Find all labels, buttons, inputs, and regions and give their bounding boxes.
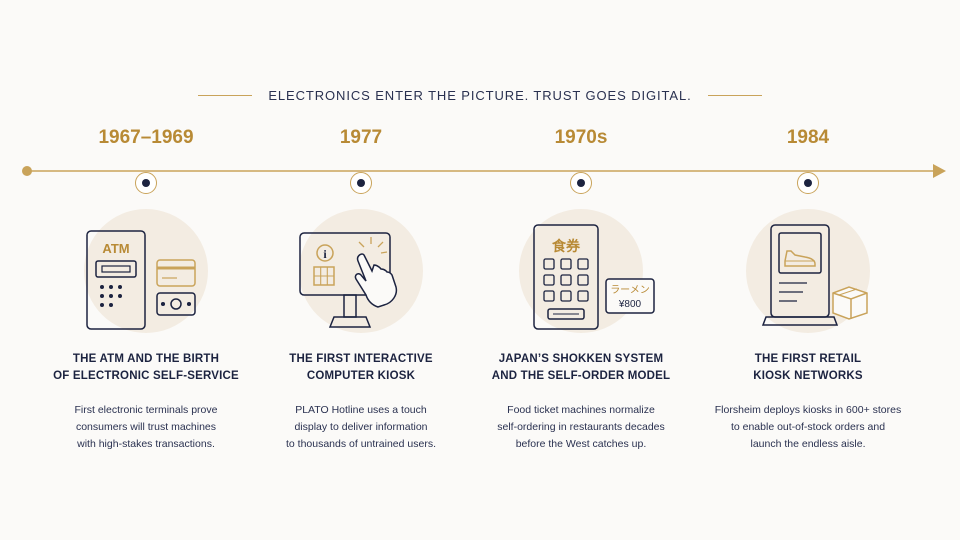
milestone-description: PLATO Hotline uses a touch display to de… (286, 402, 436, 453)
timeline-arrow-icon (933, 164, 946, 178)
description-line: First electronic terminals prove (74, 404, 218, 416)
heading-line: OF ELECTRONIC SELF-SERVICE (53, 370, 239, 382)
atm-illustration: ATM (71, 209, 221, 335)
milestone-retail: 1984 THE FIRST RETAIL KIOSK NETWORKS Flo… (698, 125, 918, 453)
header-rule-left (198, 95, 253, 96)
heading-line: JAPAN’S SHOKKEN SYSTEM (498, 353, 664, 365)
machine-label: 食券 (552, 238, 581, 255)
description-line: with high-stakes transactions. (77, 438, 215, 450)
milestone-year: 1970s (554, 127, 608, 148)
info-glyph: i (323, 247, 327, 261)
milestone-description: First electronic terminals prove consume… (75, 402, 218, 453)
timeline-marker (570, 172, 592, 194)
illustration-backdrop (299, 209, 423, 333)
description-line: to thousands of untrained users. (285, 438, 436, 450)
description-line: to enable out-of-stock orders and (730, 421, 886, 433)
description-line: Florsheim deploys kiosks in 600+ stores (714, 404, 902, 416)
heading-line: COMPUTER KIOSK (306, 370, 416, 382)
heading-line: THE FIRST RETAIL (754, 353, 862, 365)
atm-label: ATM (102, 241, 129, 256)
milestone-heading: JAPAN’S SHOKKEN SYSTEM AND THE SELF-ORDE… (492, 351, 671, 385)
milestone-year: 1984 (786, 127, 830, 148)
milestone-description: Food ticket machines normalize self-orde… (497, 402, 665, 453)
milestone-heading: THE FIRST INTERACTIVE COMPUTER KIOSK (289, 351, 432, 385)
heading-line: THE ATM AND THE BIRTH (72, 353, 220, 365)
ticket-price: ¥800 (618, 299, 642, 310)
ticket-machine-icon: 食券 ラーメン ¥800 (533, 224, 655, 330)
header-rule-right (707, 95, 762, 96)
section-header: ELECTRONICS ENTER THE PICTURE. TRUST GOE… (0, 88, 960, 103)
description-line: self-ordering in restaurants decades (497, 421, 665, 433)
timeline-marker (797, 172, 819, 194)
description-line: consumers will trust machines (75, 421, 217, 433)
milestone-heading: THE FIRST RETAIL KIOSK NETWORKS (753, 351, 863, 385)
heading-line: THE FIRST INTERACTIVE (289, 353, 433, 365)
timeline-marker (135, 172, 157, 194)
retail-illustration (733, 209, 883, 335)
timeline-marker (350, 172, 372, 194)
atm-machine-icon: ATM (86, 230, 196, 330)
milestone-description: Florsheim deploys kiosks in 600+ stores … (715, 402, 901, 453)
description-line: Food ticket machines normalize (507, 404, 655, 416)
milestone-year: 1977 (339, 127, 383, 148)
milestone-heading: THE ATM AND THE BIRTH OF ELECTRONIC SELF… (53, 351, 239, 385)
heading-line: AND THE SELF-ORDER MODEL (491, 370, 671, 382)
description-line: PLATO Hotline uses a touch (295, 404, 427, 416)
description-line: launch the endless aisle. (750, 438, 866, 450)
milestone-atm: 1967–1969 ATM THE ATM AND THE BIRTH OF E… (36, 125, 256, 453)
description-line: before the West catches up. (515, 438, 647, 450)
milestone-shokken: 1970s 食券 ラーメン ¥800 JAPAN’S SHOKKEN SYSTE… (471, 125, 691, 453)
kiosk-illustration: i (286, 209, 436, 335)
illustration-backdrop (84, 209, 208, 333)
description-line: display to deliver information (294, 421, 428, 433)
section-title: ELECTRONICS ENTER THE PICTURE. TRUST GOE… (268, 88, 692, 103)
milestone-year: 1967–1969 (98, 127, 194, 148)
shokken-illustration: 食券 ラーメン ¥800 (506, 209, 656, 335)
timeline-start-dot (22, 166, 32, 176)
retail-kiosk-icon (761, 224, 868, 326)
touch-kiosk-icon: i (299, 232, 398, 328)
ticket-item: ラーメン (610, 284, 650, 296)
milestone-kiosk: 1977 i THE FIRST INTERACTIVE COMPUTER KI… (251, 125, 471, 453)
heading-line: KIOSK NETWORKS (753, 370, 863, 382)
